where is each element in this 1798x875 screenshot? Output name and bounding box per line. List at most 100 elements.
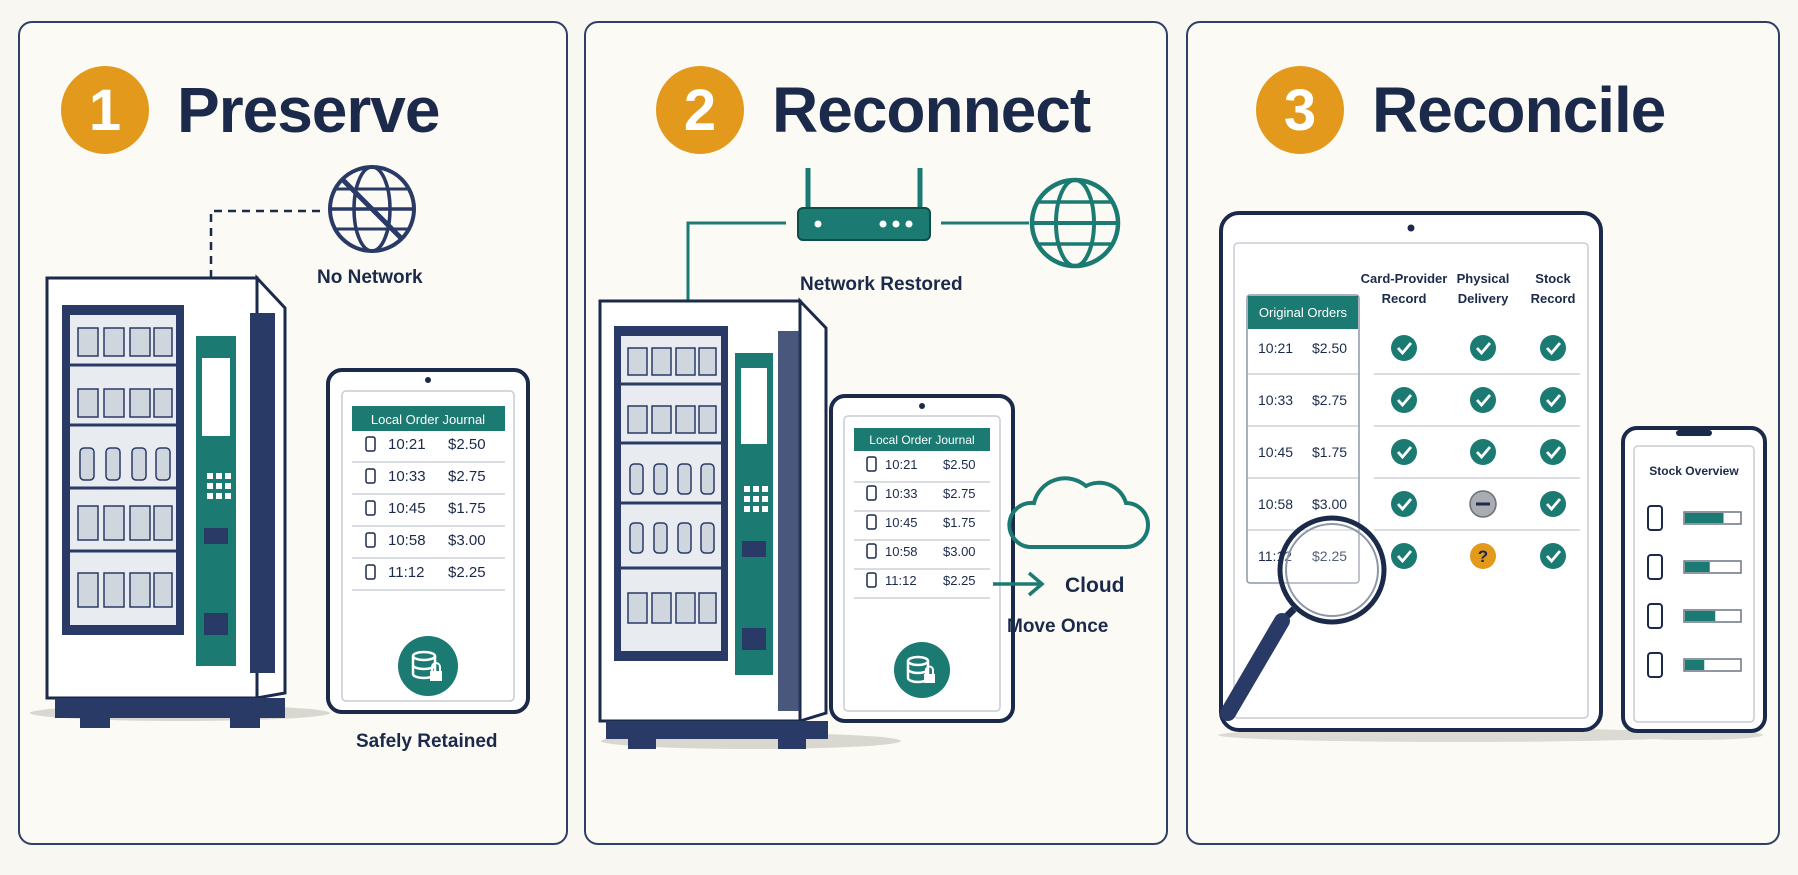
check-icon [1391,387,1417,413]
tablet: Local Order Journal 10:21$2.50 10:33 $2.75… [326,368,530,714]
vending-machine [598,297,901,749]
item-icon [365,500,376,516]
check-icon [1540,439,1566,465]
item-icon [365,436,376,452]
step-badge: 2 [656,66,744,154]
stock-overview-title: Stock Overview [1649,464,1739,478]
original-orders-card [1246,294,1360,584]
order-time: 10:45 [388,500,426,517]
column-header: Delivery [1458,291,1509,306]
order-amount: $2.75 [448,468,486,485]
panel-header: 2 Reconnect [656,66,1091,154]
column-header: Record [1531,291,1576,306]
check-icon [1391,439,1417,465]
move-arrow [993,571,1045,597]
cloud-label: Cloud [1065,574,1125,597]
step-badge: 1 [61,66,149,154]
table-row: 10:58 $3.00 [1248,490,1580,531]
stock-bar-fill [1685,611,1716,621]
cloud-icon [1007,476,1150,549]
panel-title: Reconcile [1372,74,1666,146]
table-row: 10:33$2.75 [1248,387,1580,427]
stock-row [1647,603,1742,629]
order-time: 10:58 [885,544,918,559]
order-amount: $1.75 [943,515,976,530]
order-amount: $2.75 [1312,392,1347,408]
order-amount: $2.75 [943,486,976,501]
tablet: Local Order Journal 10:21$2.5010:33$2.75… [829,394,1015,723]
panel-header: 1 Preserve [61,66,440,154]
item-icon [365,532,376,548]
stock-row [1647,652,1742,678]
order-amount: $2.25 [943,573,976,588]
order-time: 11:12 [885,573,917,588]
journal-header-bar [352,406,505,431]
can-icon [1647,603,1663,629]
order-amount: $3.00 [943,544,976,559]
order-amount: $2.25 [448,564,486,581]
panel-preserve: 1 Preserve [18,21,568,845]
order-amount: $1.75 [1312,444,1347,460]
network-restored-label: Network Restored [800,274,963,295]
order-time: 10:58 [388,532,426,549]
stock-bar-fill [1685,513,1724,523]
secure-database-icon [894,642,950,698]
item-icon [866,572,877,588]
reconnect-illustration: Local Order Journal 10:21$2.5010:33$2.75… [598,168,1150,749]
globe-crossed-icon [328,165,416,253]
column-headers: Card-Provider Record Physical Delivery S… [1361,271,1576,306]
journal-title: Local Order Journal [371,412,485,427]
order-amount: $2.25 [1312,548,1347,564]
order-amount: $2.50 [1312,340,1347,356]
column-header: Card-Provider [1361,271,1448,286]
order-amount: $2.50 [448,436,486,453]
journal-row: 10:45$1.75 [854,514,990,541]
journal-row: 10:33$2.75 [854,485,990,512]
preserve-illustration: Local Order Journal 10:21$2.50 10:33 $2.75… [30,165,530,728]
panel-reconnect: 2 Reconnect [584,21,1168,845]
globe-icon [1029,177,1121,269]
column-header: Physical [1457,271,1510,286]
check-icon [1470,387,1496,413]
stock-row [1647,554,1742,580]
order-time: 10:21 [885,457,918,472]
journal-row: 11:12$2.25 [352,564,505,591]
table-row: 11:12$2.25? [1258,543,1566,569]
order-time: 10:33 [388,468,426,485]
minus-icon [1469,490,1497,518]
step-badge: 3 [1256,66,1344,154]
move-once-label: Move Once [1007,616,1109,637]
magnifier-icon [1220,515,1387,721]
journal-row: 11:12 $2.25 [854,572,990,599]
journal-row: 10:21$2.50 [352,436,505,463]
svg-text:?: ? [1478,547,1488,566]
snack-bag-icon [1647,505,1663,531]
bar-icon [1647,652,1663,678]
check-icon [1391,335,1417,361]
journal-row: 10:58 $3.00 [854,543,990,570]
order-amount: $3.00 [1312,496,1347,512]
check-icon [1540,387,1566,413]
phone: Stock Overview [1621,426,1767,740]
stock-row [1647,505,1742,531]
item-icon [866,485,877,501]
check-icon [1470,439,1496,465]
order-time: 10:58 [1258,496,1293,512]
panel-title: Reconnect [772,74,1091,146]
journal-header-bar [854,428,990,451]
machine-link [686,221,786,301]
safely-retained-caption: Safely Retained [356,731,498,752]
vending-machine [30,274,330,728]
order-amount: $1.75 [448,500,486,517]
stock-bar-fill [1685,660,1705,670]
panel-reconcile: 3 Reconcile Original Orders Card-Provide… [1186,21,1780,845]
panel-title: Preserve [177,74,440,146]
order-amount: $2.50 [943,457,976,472]
journal-row: 10:21 $2.50 [854,456,990,483]
item-icon [866,514,877,530]
check-icon [1470,335,1496,361]
order-time: 10:21 [1258,340,1293,356]
item-icon [365,468,376,484]
no-network-label: No Network [317,267,423,288]
column-header: Record [1382,291,1427,306]
